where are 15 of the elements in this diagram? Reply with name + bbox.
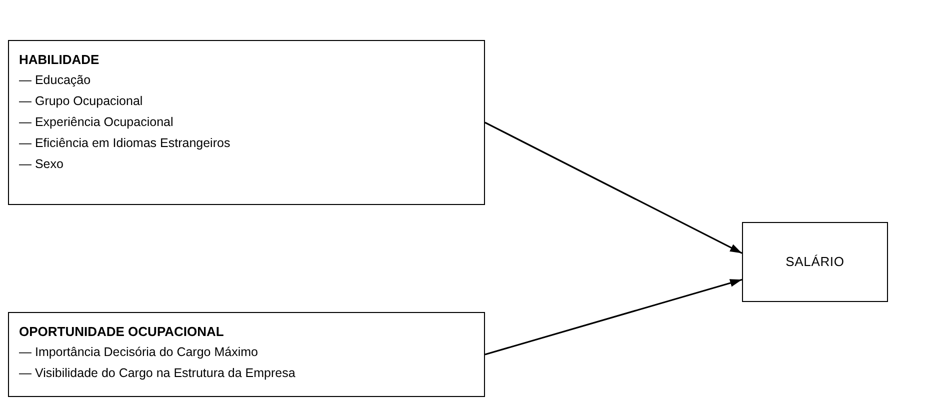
list-item: — Sexo [19, 156, 64, 173]
arrow [484, 278, 742, 356]
list-item: — Visibilidade do Cargo na Estrutura da Empresa [19, 365, 296, 382]
list-item: — Importância Decisória do Cargo Máximo [19, 344, 258, 361]
factor-box [8, 40, 485, 205]
list-item: — Grupo Ocupacional [19, 93, 143, 110]
arrow [484, 122, 742, 254]
factor-box [8, 312, 485, 397]
list-item: — Eficiência em Idiomas Estrangeiros [19, 135, 230, 152]
list-item: — Experiência Ocupacional [19, 114, 174, 131]
outcome-box [742, 222, 888, 302]
list-item: — Educação [19, 72, 91, 89]
box-heading: OPORTUNIDADE OCUPACIONAL [19, 323, 224, 341]
box-heading: HABILIDADE [19, 51, 100, 69]
box-label: SALÁRIO [786, 253, 844, 272]
